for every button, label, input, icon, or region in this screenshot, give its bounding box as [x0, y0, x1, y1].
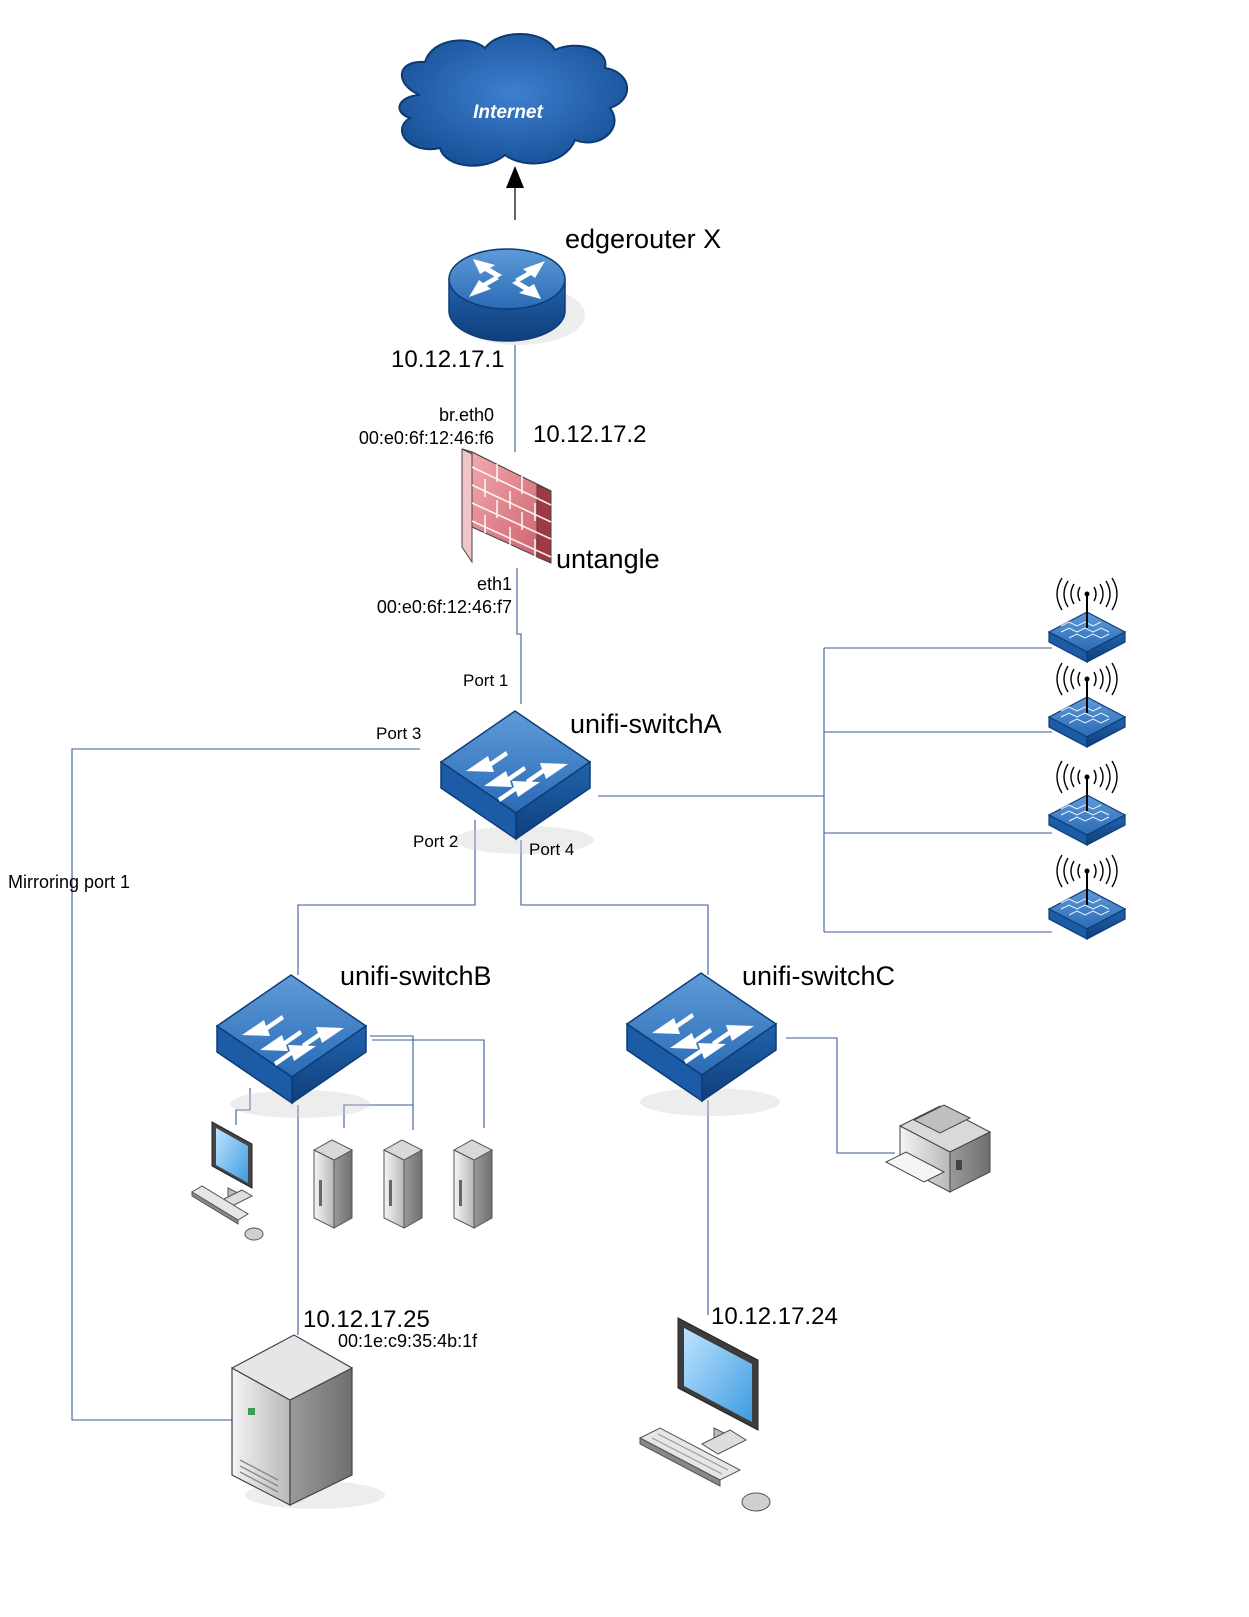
server-ip: 10.12.17.25	[303, 1306, 430, 1333]
printer-icon	[884, 1104, 992, 1193]
server-mac: 00:1e:c9:35:4b:1f	[338, 1331, 478, 1351]
switch-b-name: unifi-switchB	[340, 961, 492, 991]
tower-server-icon	[453, 1139, 493, 1229]
access-point-icon	[1048, 854, 1126, 940]
access-point-icon	[1048, 577, 1126, 663]
mirroring-port-label: Mirroring port 1	[8, 872, 130, 892]
switch-a-port2-label: Port 2	[413, 832, 458, 851]
switch-a-port1-label: Port 1	[463, 671, 508, 690]
workstation-icon	[638, 1317, 771, 1512]
link-switch-b-tower3	[372, 1039, 485, 1128]
firewall-upstream-ip: 10.12.17.2	[533, 421, 646, 448]
router-ip: 10.12.17.1	[391, 346, 504, 373]
firewall-name: untangle	[556, 544, 660, 574]
link-switch-a-port4-switch-c	[520, 840, 709, 975]
switch-c-icon	[626, 972, 781, 1117]
link-firewall-switch-a	[516, 568, 522, 704]
access-point-icon	[1048, 662, 1126, 748]
switch-b-icon	[216, 974, 371, 1119]
tower-server-icon	[313, 1139, 353, 1229]
link-switch-a-port2-switch-b	[297, 820, 476, 975]
switch-a-name: unifi-switchA	[570, 709, 722, 739]
link-switch-a-port3-mirror	[71, 748, 420, 1421]
workstation-c-ip: 10.12.17.24	[711, 1303, 838, 1330]
arrow-to-internet	[506, 166, 524, 188]
workstation-icon	[191, 1121, 264, 1241]
access-point-icon	[1048, 760, 1126, 846]
firewall-upstream-mac: 00:e0:6f:12:46:f6	[359, 428, 494, 448]
internet-cloud-icon	[398, 33, 628, 167]
link-switch-c-printer	[786, 1037, 895, 1154]
switch-c-name: unifi-switchC	[742, 961, 895, 991]
firewall-downstream-mac: 00:e0:6f:12:46:f7	[377, 597, 512, 617]
switch-a-port3-label: Port 3	[376, 724, 421, 743]
router-name: edgerouter X	[565, 224, 721, 254]
switch-a-port4-label: Port 4	[529, 840, 574, 859]
tower-server-icon	[383, 1139, 423, 1229]
firewall-upstream-iface: br.eth0	[439, 405, 494, 425]
firewall-downstream-iface: eth1	[477, 574, 512, 594]
internet-label: Internet	[473, 102, 543, 123]
firewall-icon	[461, 448, 552, 564]
server-icon	[230, 1334, 385, 1509]
router-icon	[448, 248, 585, 345]
